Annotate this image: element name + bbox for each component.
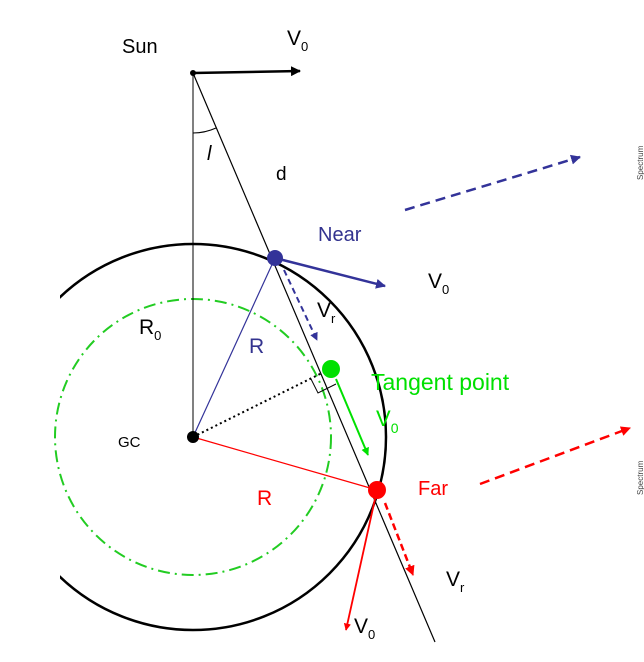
gc-point [187,431,199,443]
tangent-point-label: Tangent point [371,369,510,395]
distance-label: d [276,164,287,185]
near-vr-arrow [283,269,318,341]
sun-label: Sun [122,36,158,58]
sun-point [190,70,196,76]
spectrum-label-bottom: Spectrum [636,460,644,495]
far-r-label: R [257,487,272,510]
far-v0-arrow [343,489,378,631]
far-label: Far [418,478,448,500]
near-vr-label: Vr [317,299,336,326]
gc-label: GC [118,434,141,451]
near-label: Near [318,224,362,246]
far-vr-label: Vr [446,568,465,595]
near-v0-arrow [274,256,386,289]
tangent-v0-label: V0 [376,406,399,436]
far-v0-label: V0 [354,615,375,642]
tangent-point [322,360,340,378]
angle-label: l [207,143,212,165]
spectrum-label-top: Spectrum [636,145,644,180]
sun-velocity-arrow [192,66,301,77]
near-point [267,250,283,266]
near-radius-line [192,257,276,438]
tangent-v0-arrow [335,378,369,456]
sun-v0-label: V0 [287,27,308,54]
far-point [368,481,386,499]
tangent-radius-line [192,368,331,438]
near-spectrum-arrow [404,154,581,212]
line-of-sight [192,72,436,643]
far-vr-arrow [383,502,415,576]
r0-label: R0 [139,316,161,343]
angle-arc [192,127,217,134]
near-r-label: R [249,335,264,358]
far-spectrum-arrow [479,426,631,486]
near-v0-label: V0 [428,270,449,297]
right-angle-mark [310,378,337,394]
far-radius-line [192,436,378,491]
